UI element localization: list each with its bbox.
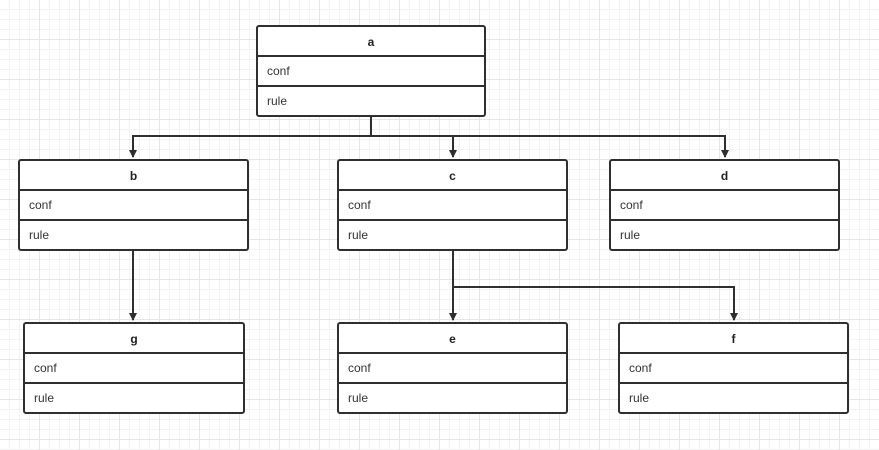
node-g[interactable]: g conf rule <box>23 322 245 414</box>
node-title: a <box>258 27 484 57</box>
node-attr-conf: conf <box>25 354 243 384</box>
edge-c-f <box>453 286 738 321</box>
node-attr-rule: rule <box>620 228 641 242</box>
edge-a-b <box>129 116 372 158</box>
edge-a-c <box>371 135 457 158</box>
node-title: d <box>611 161 838 191</box>
node-b[interactable]: b conf rule <box>18 159 249 251</box>
node-attr-conf: conf <box>339 354 566 384</box>
node-title: c <box>339 161 566 191</box>
node-attr-conf: conf <box>339 191 566 221</box>
node-f[interactable]: f conf rule <box>618 322 849 414</box>
node-attr-rule: rule <box>267 94 288 108</box>
node-attr-conf: conf <box>20 191 247 221</box>
node-title: b <box>20 161 247 191</box>
node-a[interactable]: a conf rule <box>256 25 486 117</box>
edge-a-d <box>453 135 729 158</box>
node-attr-conf: conf <box>620 354 847 384</box>
node-title: e <box>339 324 566 354</box>
node-e[interactable]: e conf rule <box>337 322 568 414</box>
node-attr-rule: rule <box>29 228 50 242</box>
node-attr-rule: rule <box>348 228 369 242</box>
node-attr-conf: conf <box>258 57 484 87</box>
node-attr-rule: rule <box>348 391 369 405</box>
node-title: g <box>25 324 243 354</box>
node-title: f <box>620 324 847 354</box>
node-attr-conf: conf <box>611 191 838 221</box>
node-d[interactable]: d conf rule <box>609 159 840 251</box>
node-attr-rule: rule <box>629 391 650 405</box>
node-c[interactable]: c conf rule <box>337 159 568 251</box>
node-attr-rule: rule <box>34 391 55 405</box>
